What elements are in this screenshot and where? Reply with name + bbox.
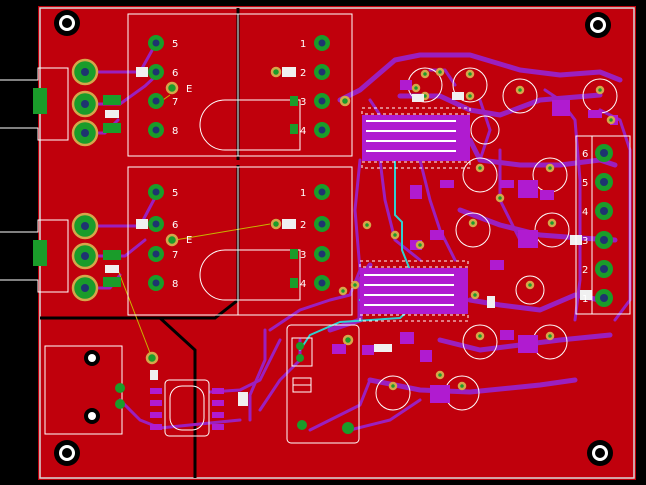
pin-label: 1 (300, 188, 306, 199)
electrolytic-capacitor-icon (502, 78, 538, 114)
transformer (150, 379, 248, 437)
electrolytic-capacitors (375, 67, 618, 411)
audio-jack-upper (0, 58, 121, 147)
terminal-pin-label: 1 (582, 294, 588, 305)
relay-lower-left-pins: 5 6 7 8 E (136, 184, 192, 291)
relay-lower-right-pins: 1 2 3 4 (270, 184, 330, 291)
vias (338, 67, 616, 380)
relay-upper: 5 6 7 8 E 1 2 3 4 (127, 13, 353, 157)
pin-label: 6 (172, 68, 178, 79)
crystal-module (286, 324, 392, 444)
mounting-hole-icon (585, 12, 611, 38)
audio-jack-icon (0, 67, 69, 141)
pin-label: 5 (172, 39, 178, 50)
electrolytic-capacitor-icon (455, 212, 491, 248)
power-input-section (44, 345, 159, 435)
pin-label: 2 (300, 220, 306, 231)
terminal-pin-label: 4 (582, 207, 588, 218)
terminal-pin-label: 2 (582, 265, 588, 276)
transformer-icon (150, 379, 248, 437)
relay-upper-left-pins: 5 6 7 8 E (136, 35, 192, 138)
terminal-pin-label: 5 (582, 178, 588, 189)
relay-e-label: E (186, 84, 192, 95)
electrolytic-capacitor-icon (515, 275, 545, 305)
pin-label: 4 (300, 279, 306, 290)
pin-label: 1 (300, 39, 306, 50)
terminal-pin-label: 6 (582, 149, 588, 160)
relay-lower: 5 6 7 8 E 1 2 3 4 (127, 166, 353, 316)
pin-label: 7 (172, 97, 178, 108)
audio-jack-lower (0, 212, 121, 302)
pin-label: 5 (172, 188, 178, 199)
pin-label: 8 (172, 126, 178, 137)
electrolytic-capacitor-icon (462, 324, 498, 360)
mounting-hole-icon (54, 10, 80, 36)
terminal-pins: 6 5 4 3 2 1 (582, 144, 613, 307)
electrolytic-capacitor-icon (452, 67, 488, 103)
pin-label: 3 (300, 250, 306, 261)
terminal-block: 6 5 4 3 2 1 (575, 135, 631, 315)
mounting-holes (54, 10, 613, 466)
electrolytic-capacitor-icon (534, 212, 570, 248)
terminal-pin-label: 3 (582, 236, 588, 247)
relay-upper-right-pins: 1 2 3 4 (270, 35, 330, 138)
audio-jack-icon (0, 219, 69, 293)
crystal-icon (292, 377, 312, 393)
terminal-block-icon (575, 135, 631, 315)
ic-lower (359, 260, 469, 322)
mounting-hole-icon (54, 440, 80, 466)
pin-label: 2 (300, 68, 306, 79)
electrolytic-capacitor-icon (462, 157, 498, 193)
pin-label: 4 (300, 126, 306, 137)
ic-chip-icon (362, 115, 470, 161)
pin-label: 7 (172, 250, 178, 261)
electrolytic-capacitor-icon (375, 375, 411, 411)
mounting-hole-icon (587, 440, 613, 466)
pin-label: 6 (172, 220, 178, 231)
pin-label: 8 (172, 279, 178, 290)
ic-upper (361, 107, 471, 169)
pin-label: 3 (300, 97, 306, 108)
relay-e-label: E (186, 235, 192, 246)
electrolytic-capacitor-icon (470, 115, 500, 145)
